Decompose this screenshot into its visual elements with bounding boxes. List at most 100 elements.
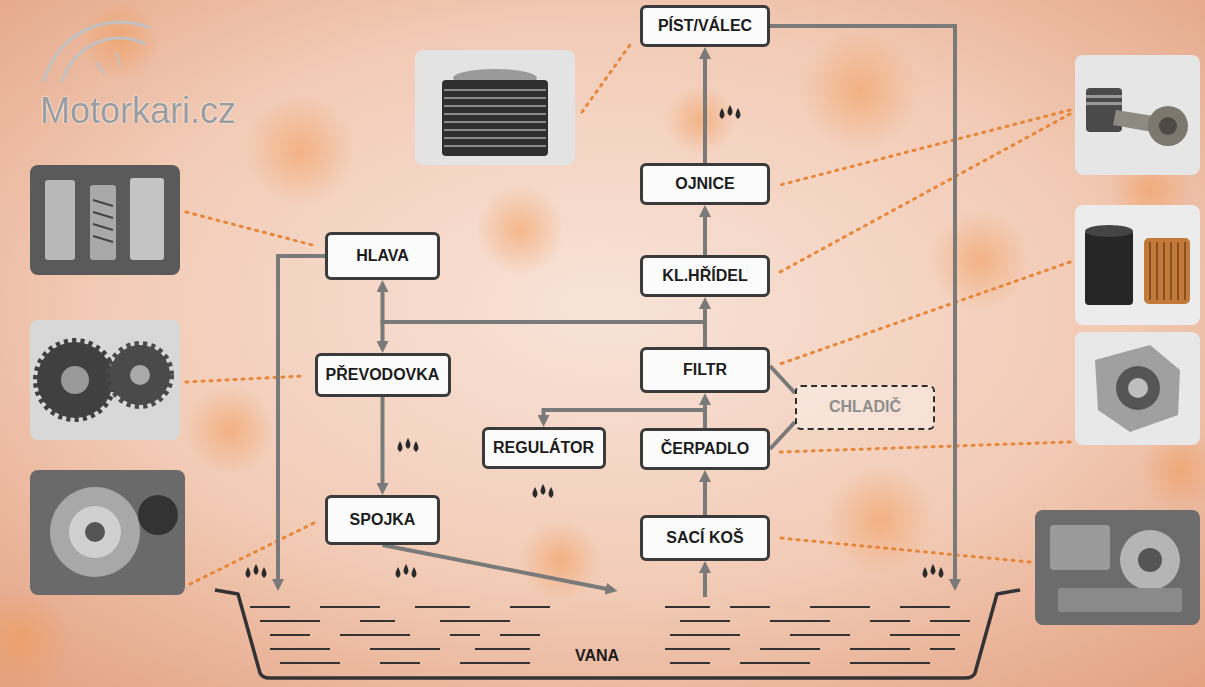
oil-strainer-photo xyxy=(1058,588,1182,612)
cylinder-head-photo xyxy=(130,178,164,260)
oil-flow-arrow xyxy=(703,213,707,255)
background-sparks xyxy=(0,590,70,687)
oil-dash xyxy=(415,606,470,608)
cylinder-head-box: HLAVA xyxy=(325,232,440,280)
leader-line xyxy=(186,42,1070,584)
oil-dash xyxy=(475,648,530,650)
gearbox-photo xyxy=(110,345,170,405)
background-sparks xyxy=(80,0,160,80)
cylinder-photo xyxy=(444,145,546,147)
oil-drips xyxy=(412,567,417,578)
oil-flow-arrow xyxy=(383,322,706,347)
background-sparks xyxy=(800,30,920,150)
oil-dash xyxy=(890,634,960,636)
oil-dash xyxy=(320,606,380,608)
node-label: SPOJKA xyxy=(350,511,416,529)
leader-line xyxy=(780,114,1070,272)
oil-dash xyxy=(665,648,730,650)
oil-dash xyxy=(900,606,950,608)
node-label: REGULÁTOR xyxy=(493,439,594,457)
oil-flow-arrow xyxy=(703,401,707,428)
oil-flow-arrow xyxy=(770,26,955,583)
oil-filter-photo xyxy=(1085,225,1133,237)
oil-dash xyxy=(930,648,955,650)
node-label: KL.HŘÍDEL xyxy=(662,267,747,285)
logo-arcs xyxy=(44,22,150,82)
oil-dash xyxy=(360,620,395,622)
leader-line xyxy=(186,212,316,246)
oil-dash xyxy=(370,648,440,650)
oil-dash xyxy=(510,606,550,608)
oil-drips xyxy=(720,108,725,119)
oil-dash xyxy=(665,606,710,608)
oil-drips xyxy=(414,441,419,452)
oil-drips xyxy=(246,105,944,578)
oil-drips xyxy=(254,564,259,575)
oil-drips xyxy=(262,567,267,578)
clutch-photo xyxy=(30,470,185,595)
leader-line xyxy=(780,442,1070,452)
oil-drips xyxy=(398,441,403,452)
clutch-box: SPOJKA xyxy=(325,495,440,545)
gearbox-photo xyxy=(37,342,113,418)
oil-dash xyxy=(790,634,850,636)
oil-flow-arrow xyxy=(703,305,707,347)
oil-flow-arrow xyxy=(770,366,795,393)
oil-drips xyxy=(923,564,944,578)
node-label: CHLADIČ xyxy=(829,398,901,416)
cylinder-head-photo xyxy=(93,200,113,206)
cylinder-photo xyxy=(444,97,546,99)
oil-cooler-box: CHLADIČ xyxy=(795,385,935,430)
oil-drips xyxy=(533,484,554,498)
oil-filter-photo xyxy=(1075,205,1200,325)
oil-drips xyxy=(533,487,538,498)
oil-dash xyxy=(870,620,910,622)
oil-drips xyxy=(736,108,741,119)
oil-dash xyxy=(670,662,710,664)
oil-pump-photo xyxy=(1095,345,1180,432)
oil-drips xyxy=(720,105,741,119)
conrod-photo xyxy=(1159,117,1177,135)
oil-strainer-photo xyxy=(1138,548,1162,572)
pressure-regulator-box: REGULÁTOR xyxy=(482,427,606,469)
connecting-rod-box: OJNICE xyxy=(640,163,770,205)
conrod-photo xyxy=(1086,95,1122,98)
oil-pump-photo xyxy=(1128,378,1148,398)
gearbox-photo xyxy=(130,365,150,385)
cylinder-head-photo xyxy=(30,165,180,275)
oil-pump-box: ČERPADLO xyxy=(640,428,770,470)
oil-dash xyxy=(450,634,480,636)
leader-line xyxy=(780,538,1030,562)
oil-drips xyxy=(728,105,733,116)
cylinder-photo xyxy=(444,129,546,131)
oil-strainer-photo xyxy=(1035,510,1200,625)
cylinder-photo xyxy=(415,50,575,165)
oil-filter-photo xyxy=(1149,242,1151,300)
leader-line xyxy=(780,262,1070,364)
background-sparks xyxy=(825,465,935,575)
cylinder-head-photo xyxy=(93,224,113,230)
node-label: PÍST/VÁLEC xyxy=(658,17,752,35)
oil-filter-photo xyxy=(1144,238,1190,304)
oil-strainer-box: SACÍ KOŠ xyxy=(640,515,770,561)
clutch-photo xyxy=(85,522,105,542)
cylinder-photo xyxy=(442,80,548,156)
conrod-photo xyxy=(1148,106,1188,146)
cylinder-head-photo xyxy=(93,212,113,218)
cylinder-head-photo xyxy=(93,236,113,242)
oil-pan: VANA xyxy=(210,583,1025,685)
oil-drips xyxy=(931,564,936,575)
oil-dash xyxy=(380,662,420,664)
oil-dash xyxy=(460,662,530,664)
logo-arcs xyxy=(116,52,120,66)
oil-dash xyxy=(670,634,740,636)
node-label: HLAVA xyxy=(356,247,409,265)
oil-filter-photo xyxy=(1177,242,1179,300)
oil-dash xyxy=(680,620,730,622)
oil-drips xyxy=(396,567,401,578)
oil-filter-photo xyxy=(1170,242,1172,300)
oil-dash xyxy=(740,662,810,664)
